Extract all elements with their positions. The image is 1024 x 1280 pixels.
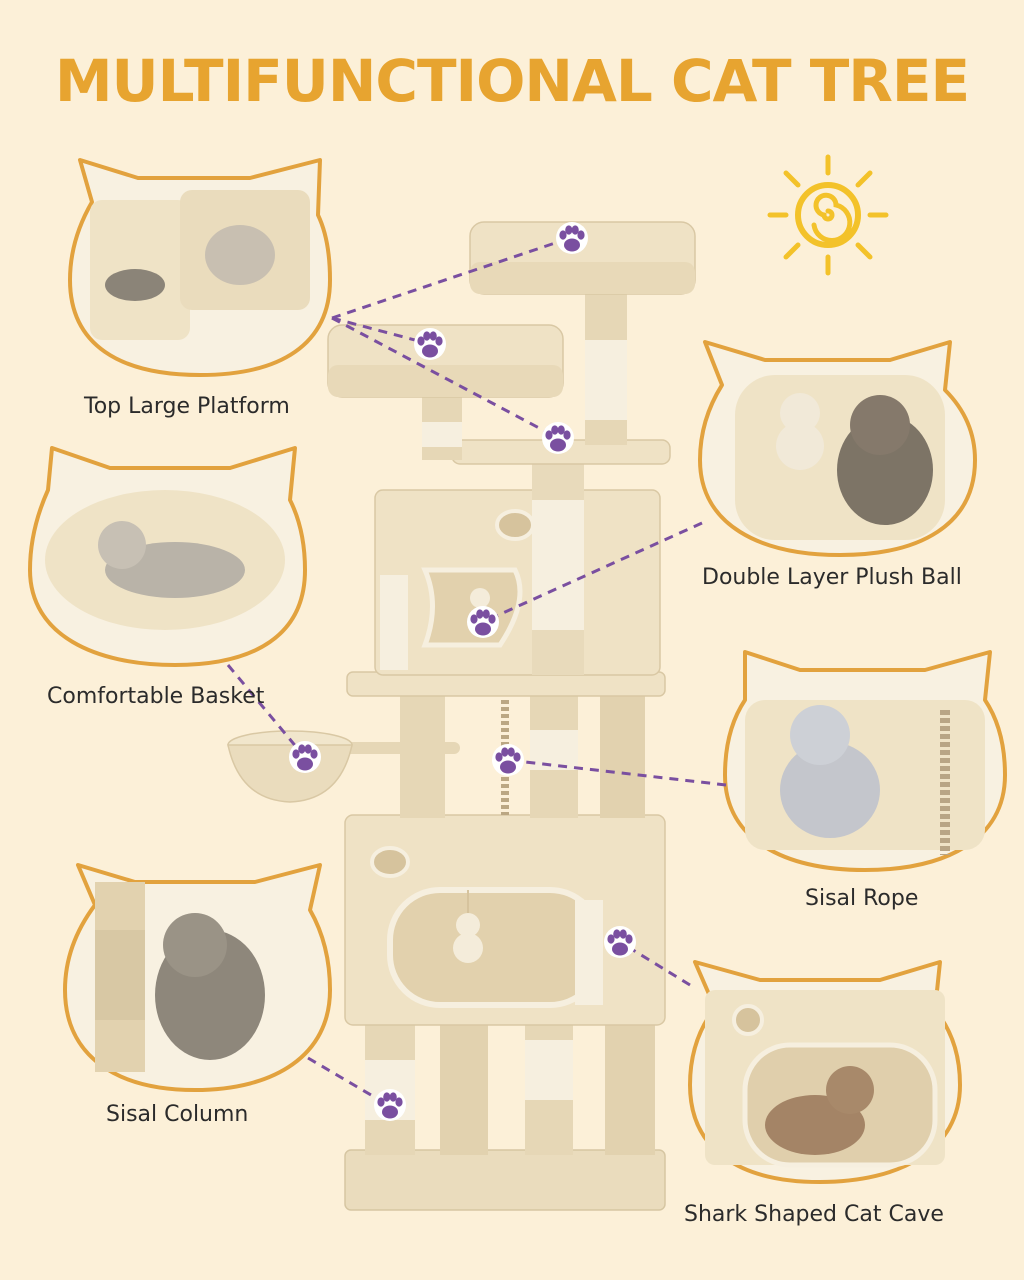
page-title: MULTIFUNCTIONAL CAT TREE — [54, 47, 970, 115]
feature-label-comfortable-basket: Comfortable Basket — [47, 684, 265, 709]
feature-label-top-large-platform: Top Large Platform — [84, 394, 290, 419]
feature-label-double-layer-plush-ball: Double Layer Plush Ball — [702, 565, 962, 590]
feature-label-sisal-column: Sisal Column — [106, 1102, 249, 1127]
feature-label-sisal-rope: Sisal Rope — [805, 886, 919, 911]
cat-tree-illustration — [227, 221, 696, 1211]
feature-label-shark-shaped-cat-cave: Shark Shaped Cat Cave — [684, 1202, 944, 1227]
connector-lines — [226, 236, 727, 1107]
sun-icon — [767, 154, 889, 276]
paw-markers — [289, 222, 636, 1121]
frame-interiors — [45, 190, 985, 1168]
